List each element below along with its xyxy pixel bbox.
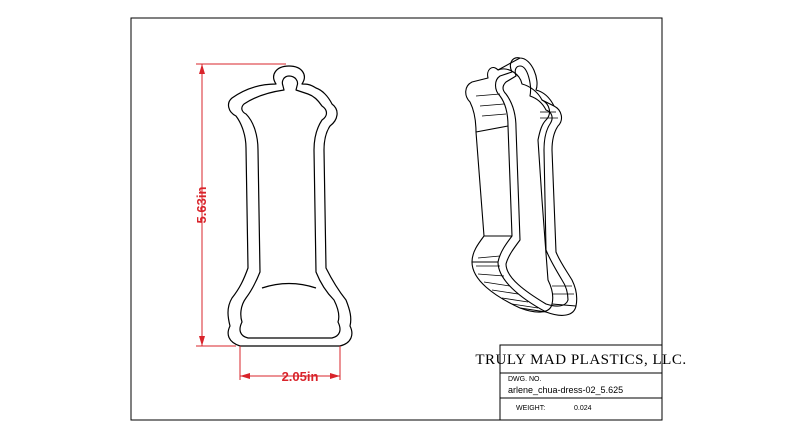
width-dimension <box>239 346 341 380</box>
iso-wall-line-5 <box>519 307 547 313</box>
iso-wall-line-6 <box>551 303 577 307</box>
width-arrow-right <box>330 373 340 379</box>
isometric-view <box>465 57 578 316</box>
title-block-frame <box>499 344 663 421</box>
width-arrow-left <box>240 373 250 379</box>
dwg-no-value: arlene_chua-dress-02_5.625 <box>508 385 623 395</box>
height-arrow-bottom <box>199 336 205 346</box>
width-dimension-label: 2.05in <box>282 369 319 384</box>
dwg-no-label: DWG. NO. <box>508 376 541 383</box>
iso-back-outline <box>465 67 554 313</box>
skirt-separator <box>261 282 317 289</box>
weight-value: 0.024 <box>574 405 592 412</box>
height-dimension-label: 5.63in <box>194 187 209 224</box>
iso-wall-line-1 <box>497 57 521 71</box>
dress-inner-outline <box>239 75 341 339</box>
company-name: TRULY MAD PLASTICS, LLC. <box>475 352 686 368</box>
height-dimension <box>196 63 286 347</box>
title-block <box>499 344 663 421</box>
dress-outer-outline <box>227 65 353 347</box>
front-view <box>227 65 353 347</box>
drawing-border <box>130 17 663 421</box>
iso-skirt-hatch <box>476 255 574 309</box>
iso-wall-line-7 <box>541 99 555 107</box>
iso-inner-outline <box>502 65 569 307</box>
iso-wall-line-2 <box>475 125 509 133</box>
weight-label: WEIGHT: <box>516 405 545 412</box>
iso-bodice-hatch <box>475 93 558 119</box>
height-arrow-top <box>199 64 205 74</box>
